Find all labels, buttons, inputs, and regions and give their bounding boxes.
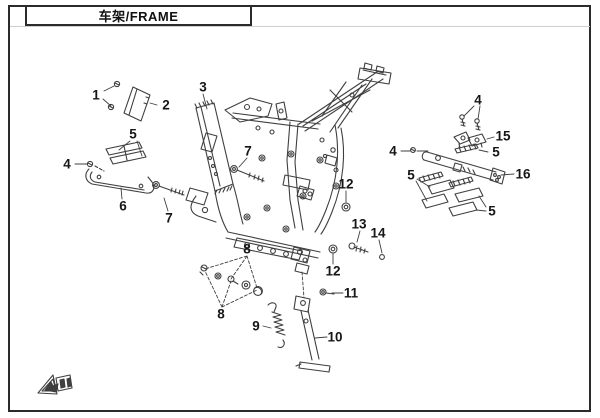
frame-label-plate-icon xyxy=(37,374,73,395)
bolt-part7-left xyxy=(152,181,185,196)
page-title: 车架/FRAME xyxy=(98,9,179,24)
bolt-part7-center xyxy=(230,165,265,183)
spring-part9 xyxy=(267,302,277,313)
kickstand-assembly xyxy=(267,202,385,373)
damper-cluster-part8 xyxy=(199,255,263,308)
main-frame xyxy=(185,62,392,261)
page-title-box: 车架/FRAME xyxy=(25,5,252,26)
right-bracket-assembly xyxy=(410,114,506,217)
leader-lines xyxy=(74,85,515,339)
mount-plate-part2 xyxy=(107,80,151,122)
left-bracket-part6 xyxy=(85,141,155,194)
header-divider xyxy=(10,26,590,27)
